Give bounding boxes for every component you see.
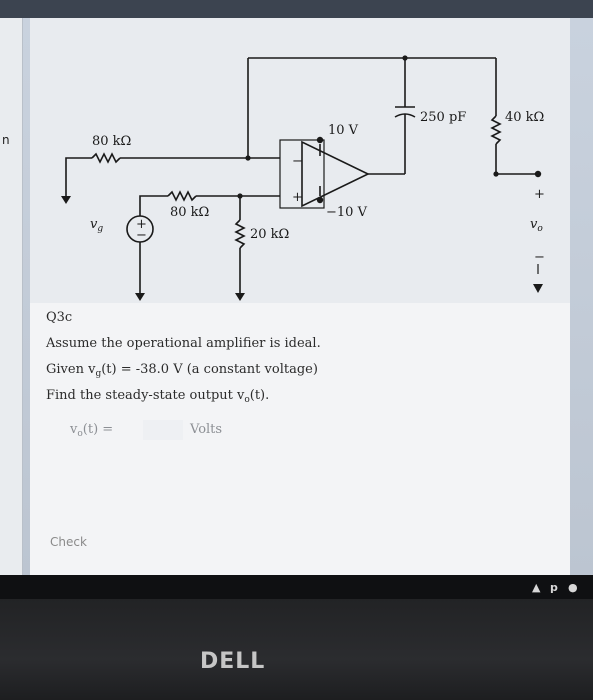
node-ground-branch	[237, 193, 243, 199]
label-out-plus: +	[534, 187, 545, 202]
output-terminal-arrow	[533, 284, 543, 293]
label-supply-pos: 10 V	[328, 123, 359, 138]
node-feedback-left	[245, 155, 251, 161]
check-button[interactable]: Check	[50, 535, 87, 549]
question-panel: 80 kΩ 80 kΩ 20 kΩ 10 V −10 V 250 pF 40 k…	[30, 18, 570, 575]
resistor-input-zigzag	[91, 152, 121, 164]
label-out-minus: −	[534, 250, 545, 265]
label-source: vg	[90, 217, 103, 234]
left-edge-panel: n	[0, 18, 23, 575]
question-given: Given vg(t) = -38.0 V (a constant voltag…	[46, 362, 318, 379]
label-opamp-minus: −	[292, 154, 303, 169]
resistor-ground-zigzag	[234, 219, 246, 249]
question-line-1: Assume the operational amplifier is idea…	[46, 336, 321, 351]
label-r-lower: 80 kΩ	[170, 205, 209, 220]
node-output	[493, 171, 499, 177]
label-capacitor: 250 pF	[420, 110, 466, 125]
label-opamp-plus: +	[292, 190, 303, 205]
label-r-ground: 20 kΩ	[250, 227, 289, 242]
label-out: vo	[530, 217, 543, 234]
label-supply-neg: −10 V	[326, 205, 368, 220]
taskbar: ▲ p ●	[0, 575, 593, 599]
node-cap-top	[402, 55, 408, 61]
left-edge-glyph: n	[2, 133, 10, 147]
ground-arrow-source	[135, 293, 145, 301]
wire-source-up	[139, 195, 168, 216]
question-find: Find the steady-state output vo(t).	[46, 388, 270, 405]
ground-arrow-input	[61, 196, 71, 204]
node-supply-neg	[316, 196, 324, 204]
ground-arrow-resistor	[235, 293, 245, 301]
label-r-input: 80 kΩ	[92, 134, 131, 149]
node-supply-pos	[316, 136, 324, 144]
answer-label: vo(t) =	[70, 422, 114, 439]
label-source-plus: +	[136, 217, 147, 232]
brand-logo: DELL	[200, 649, 266, 674]
resistor-lower-zigzag	[167, 190, 197, 202]
label-r-feedback: 40 kΩ	[505, 110, 544, 125]
tray-app-icon[interactable]: p	[550, 581, 558, 594]
answer-units: Volts	[190, 422, 223, 437]
wire-input	[65, 157, 92, 196]
output-terminal-top	[534, 170, 542, 178]
screen: n	[0, 18, 593, 575]
tray-volume-icon[interactable]: ●	[568, 581, 578, 594]
monitor-bezel-top	[0, 0, 593, 18]
opamp-box	[279, 139, 325, 209]
label-source-minus: −	[136, 228, 147, 243]
opamp-triangle	[301, 140, 370, 208]
resistor-feedback-zigzag	[490, 115, 502, 145]
tray-network-icon[interactable]: ▲	[532, 581, 541, 594]
answer-input[interactable]	[143, 420, 183, 440]
circuit-diagram: 80 kΩ 80 kΩ 20 kΩ 10 V −10 V 250 pF 40 k…	[61, 55, 545, 301]
question-id: Q3c	[46, 310, 73, 325]
circuit-area: 80 kΩ 80 kΩ 20 kΩ 10 V −10 V 250 pF 40 k…	[30, 18, 570, 303]
monitor-bezel-bottom: DELL	[0, 599, 593, 700]
